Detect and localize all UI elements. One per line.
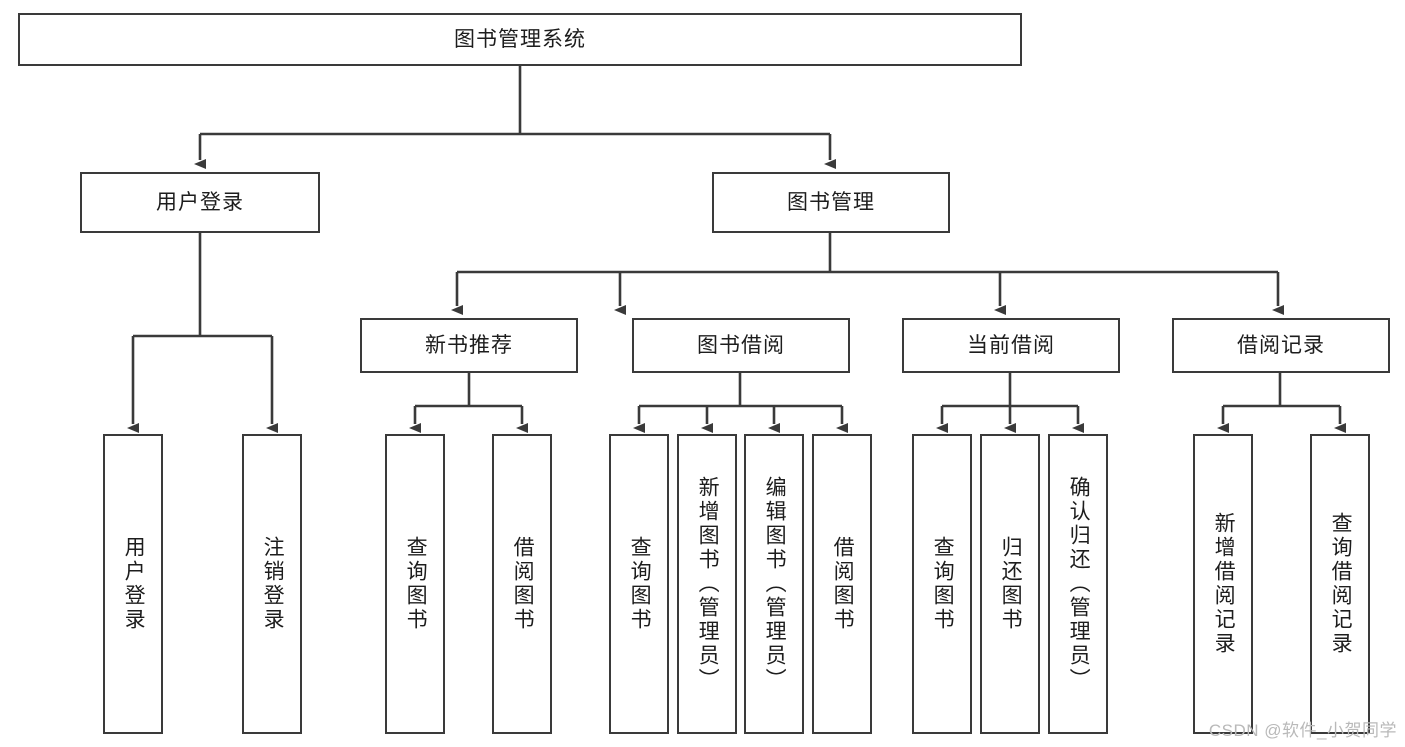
node-borrow-record-label: 借阅记录	[1237, 333, 1325, 357]
node-leaf-add-book-label: 新增图书（管理员）	[696, 476, 720, 692]
node-leaf-query-record[interactable]: 查询借阅记录	[1310, 434, 1370, 734]
node-book-manage[interactable]: 图书管理	[712, 172, 950, 233]
node-leaf-add-record[interactable]: 新增借阅记录	[1193, 434, 1253, 734]
node-leaf-user-logout[interactable]: 注销登录	[242, 434, 302, 734]
node-new-book-recommend[interactable]: 新书推荐	[360, 318, 578, 373]
node-current-borrow-label: 当前借阅	[967, 333, 1055, 357]
node-leaf-query-book-3[interactable]: 查询图书	[912, 434, 972, 734]
node-leaf-confirm-return[interactable]: 确认归还（管理员）	[1048, 434, 1108, 734]
node-leaf-confirm-return-label: 确认归还（管理员）	[1067, 476, 1091, 692]
node-leaf-query-book-1-label: 查询图书	[404, 536, 428, 632]
node-leaf-query-book-2-label: 查询图书	[628, 536, 652, 632]
node-leaf-query-book-1[interactable]: 查询图书	[385, 434, 445, 734]
node-book-manage-label: 图书管理	[787, 190, 875, 214]
node-borrow-record[interactable]: 借阅记录	[1172, 318, 1390, 373]
node-leaf-borrow-book-2[interactable]: 借阅图书	[812, 434, 872, 734]
node-leaf-return-book[interactable]: 归还图书	[980, 434, 1040, 734]
node-user-login-label: 用户登录	[156, 190, 244, 214]
node-leaf-borrow-book-1[interactable]: 借阅图书	[492, 434, 552, 734]
node-leaf-return-book-label: 归还图书	[999, 536, 1023, 632]
node-leaf-borrow-book-1-label: 借阅图书	[511, 536, 535, 632]
node-root[interactable]: 图书管理系统	[18, 13, 1022, 66]
node-leaf-query-book-3-label: 查询图书	[931, 536, 955, 632]
node-book-borrow-label: 图书借阅	[697, 333, 785, 357]
node-leaf-query-book-2[interactable]: 查询图书	[609, 434, 669, 734]
node-new-book-recommend-label: 新书推荐	[425, 333, 513, 357]
node-leaf-query-record-label: 查询借阅记录	[1329, 512, 1353, 656]
node-leaf-edit-book-label: 编辑图书（管理员）	[763, 476, 787, 692]
node-leaf-add-record-label: 新增借阅记录	[1212, 512, 1236, 656]
node-leaf-add-book[interactable]: 新增图书（管理员）	[677, 434, 737, 734]
node-leaf-user-logout-label: 注销登录	[261, 536, 285, 632]
node-user-login[interactable]: 用户登录	[80, 172, 320, 233]
node-leaf-borrow-book-2-label: 借阅图书	[831, 536, 855, 632]
watermark-text: CSDN @软件_小贺同学	[1208, 721, 1397, 740]
node-leaf-user-login[interactable]: 用户登录	[103, 434, 163, 734]
node-leaf-user-login-label: 用户登录	[122, 536, 146, 632]
node-current-borrow[interactable]: 当前借阅	[902, 318, 1120, 373]
node-root-label: 图书管理系统	[454, 27, 586, 51]
node-leaf-edit-book[interactable]: 编辑图书（管理员）	[744, 434, 804, 734]
node-book-borrow[interactable]: 图书借阅	[632, 318, 850, 373]
